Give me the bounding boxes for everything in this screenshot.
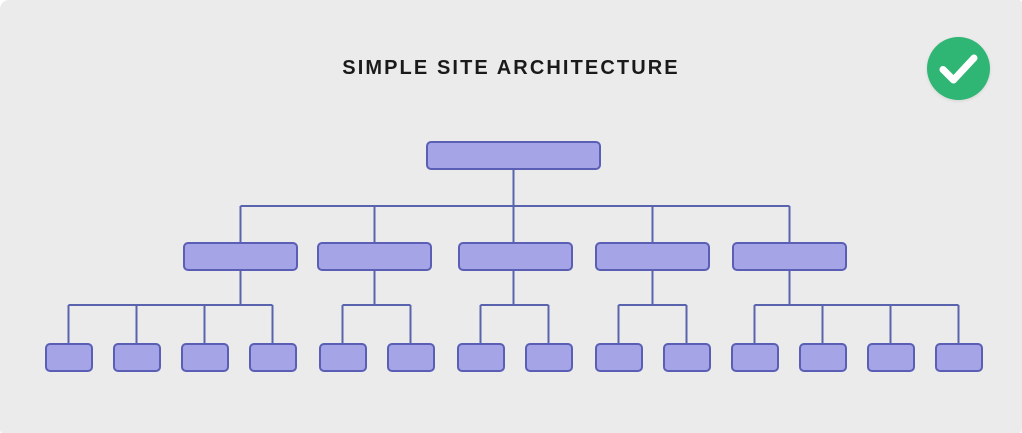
tree-node-section-2[interactable] [317, 242, 432, 271]
tree-node-leaf-9[interactable] [595, 343, 643, 372]
tree-node-root[interactable] [426, 141, 601, 170]
check-circle-icon [939, 54, 978, 84]
tree-node-leaf-4[interactable] [249, 343, 297, 372]
tree-node-leaf-1[interactable] [45, 343, 93, 372]
tree-node-leaf-5[interactable] [319, 343, 367, 372]
tree-node-leaf-8[interactable] [525, 343, 573, 372]
tree-node-leaf-3[interactable] [181, 343, 229, 372]
tree-node-leaf-6[interactable] [387, 343, 435, 372]
tree-node-leaf-2[interactable] [113, 343, 161, 372]
page-title: SIMPLE SITE ARCHITECTURE [342, 57, 680, 79]
tree-node-leaf-11[interactable] [731, 343, 779, 372]
tree-node-leaf-13[interactable] [867, 343, 915, 372]
tree-node-leaf-7[interactable] [457, 343, 505, 372]
tree-node-section-4[interactable] [595, 242, 710, 271]
tree-node-section-1[interactable] [183, 242, 298, 271]
tree-node-leaf-14[interactable] [935, 343, 983, 372]
tree-node-leaf-10[interactable] [663, 343, 711, 372]
tree-node-section-3[interactable] [458, 242, 573, 271]
tree-node-section-5[interactable] [732, 242, 847, 271]
tree-node-leaf-12[interactable] [799, 343, 847, 372]
tree-nodes [45, 141, 983, 372]
status-badge[interactable] [927, 37, 990, 100]
tree-connectors [67, 169, 960, 344]
